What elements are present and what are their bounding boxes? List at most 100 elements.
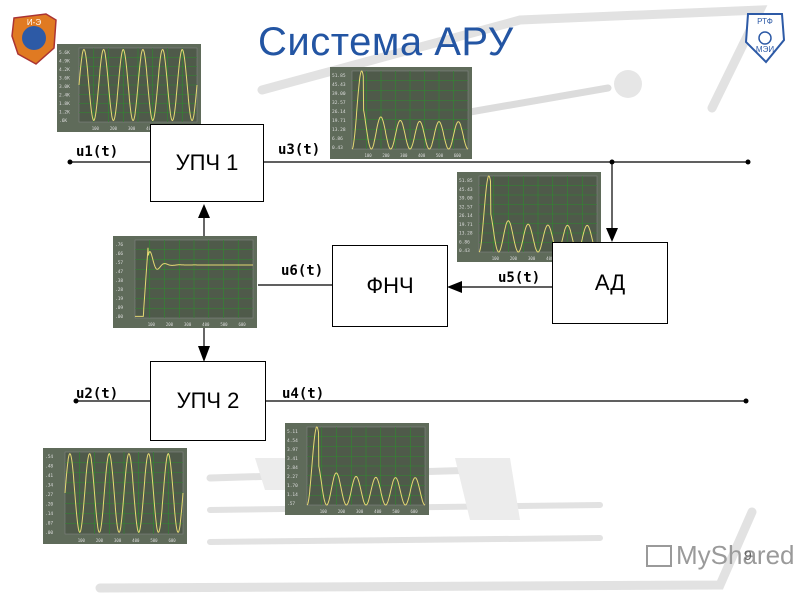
arrow-down-ad [606, 228, 618, 242]
scope-y-tick: .00 [115, 314, 123, 320]
arrows [198, 204, 618, 362]
presentation-icon [646, 545, 672, 567]
scope-trace [64, 452, 184, 534]
scope-y-tick: 39.00 [332, 91, 346, 97]
scope-trace [306, 426, 426, 506]
scope-x-tick: 300 [528, 256, 536, 261]
background-sphere [614, 70, 642, 98]
scope-y-tick: 0.43 [459, 248, 470, 254]
scope-y-tick: .54 [45, 454, 53, 460]
scope-y-tick: 6.86 [332, 136, 343, 142]
signal-label-u2: u2(t) [76, 386, 119, 402]
scope-y-tick: .00 [45, 530, 53, 536]
scope-x-tick: 100 [92, 126, 100, 131]
arrow-left-fnch [447, 281, 462, 293]
scope-x-tick: 600 [410, 509, 418, 514]
scope-x-tick: 500 [392, 509, 400, 514]
scope-x-tick: 300 [114, 538, 122, 543]
scope-y-tick: 4.2K [59, 67, 70, 73]
scope-y-tick: .57 [287, 501, 295, 507]
scope-x-tick: 300 [356, 509, 364, 514]
logo-right: РТФ МЭИ [744, 13, 786, 64]
scope-x-tick: 300 [184, 322, 192, 327]
scope-y-tick: 13.28 [459, 231, 473, 237]
scope-x-tick: 400 [132, 538, 140, 543]
scope-y-tick: .41 [45, 473, 53, 479]
block-upch1-label: УПЧ 1 [175, 150, 239, 175]
scope-x-tick: 500 [150, 538, 158, 543]
scope-x-tick: 400 [374, 509, 382, 514]
scope-x-tick: 200 [110, 126, 118, 131]
scope-x-tick: 100 [78, 538, 86, 543]
scope-x-tick: 200 [96, 538, 104, 543]
scope-trace [78, 48, 198, 122]
scope-y-tick: 5.11 [287, 429, 298, 435]
scope-y-tick: .76 [115, 242, 123, 248]
scope-y-tick: 5.6K [59, 50, 70, 56]
scope-y-tick: 45.43 [332, 82, 346, 88]
dots [67, 159, 751, 404]
scope-x-tick: 500 [220, 322, 228, 327]
scope-x-tick: 400 [546, 256, 554, 261]
block-fnch-label: ФНЧ [366, 273, 414, 298]
scope-y-tick: .19 [115, 296, 123, 302]
scope-y-tick: 0.43 [332, 145, 343, 151]
scope-y-tick: .38 [115, 278, 123, 284]
scope-x-tick: 100 [148, 322, 156, 327]
block-ad-label: АД [594, 270, 626, 295]
wires [70, 161, 748, 402]
scope-y-tick: 1.8K [59, 101, 70, 107]
scope-y-tick: 1.70 [287, 483, 298, 489]
signal-label-u1: u1(t) [76, 144, 119, 160]
signal-label-u4: u4(t) [282, 386, 325, 402]
scope-y-tick: 19.71 [332, 118, 346, 124]
signal-label-u5: u5(t) [498, 270, 541, 286]
watermark: MyShared [646, 540, 795, 571]
scope-y-tick: 1.2K [59, 110, 70, 116]
arrow-down-upch2 [198, 346, 210, 362]
block-ad: АД [552, 242, 668, 324]
scope-x-tick: 300 [400, 153, 408, 158]
scope-y-tick: 2.84 [287, 465, 298, 471]
scope-y-tick: 2.27 [287, 474, 298, 480]
signal-label-u6: u6(t) [281, 263, 324, 279]
scope-y-tick: .34 [45, 483, 53, 489]
scope-x-tick: 100 [320, 509, 328, 514]
background-decoration [95, 5, 768, 593]
scope-y-tick: .66 [115, 251, 123, 257]
scope-x-tick: 500 [436, 153, 444, 158]
scope-y-tick: 26.14 [332, 109, 346, 115]
scope-y-tick: .14 [45, 511, 53, 517]
scope-trace [351, 70, 469, 150]
scope-y-tick: 51.85 [459, 178, 473, 184]
scope-y-tick: 13.28 [332, 127, 346, 133]
svg-text:РТФ: РТФ [757, 17, 773, 26]
scope-x-tick: 400 [202, 322, 210, 327]
scope-y-tick: 19.71 [459, 222, 473, 228]
scope-x-tick: 200 [338, 509, 346, 514]
block-upch2: УПЧ 2 [150, 361, 266, 441]
scope-y-tick: 4.54 [287, 438, 298, 444]
scope-x-tick: 200 [510, 256, 518, 261]
scope-y-tick: .20 [45, 502, 53, 508]
scope-y-tick: .27 [45, 492, 53, 498]
scope-x-tick: 100 [492, 256, 500, 261]
logo-left-text: И-Э [27, 18, 41, 27]
scope-x-tick: 300 [128, 126, 136, 131]
block-upch1: УПЧ 1 [150, 124, 264, 202]
scope-y-tick: 4.9K [59, 59, 70, 65]
scope-y-tick: 2.4K [59, 93, 70, 99]
block-upch2-label: УПЧ 2 [176, 388, 240, 413]
scope-u3: 51.8545.4339.0032.5726.1419.7113.286.860… [330, 67, 472, 159]
scope-trace [135, 247, 253, 317]
scope-x-tick: 600 [454, 153, 462, 158]
scope-y-tick: 51.85 [332, 73, 346, 79]
page-number: 9 [744, 547, 752, 563]
scope-x-tick: 200 [166, 322, 174, 327]
scope-y-tick: .48 [45, 464, 53, 470]
signal-label-u3: u3(t) [278, 142, 321, 158]
